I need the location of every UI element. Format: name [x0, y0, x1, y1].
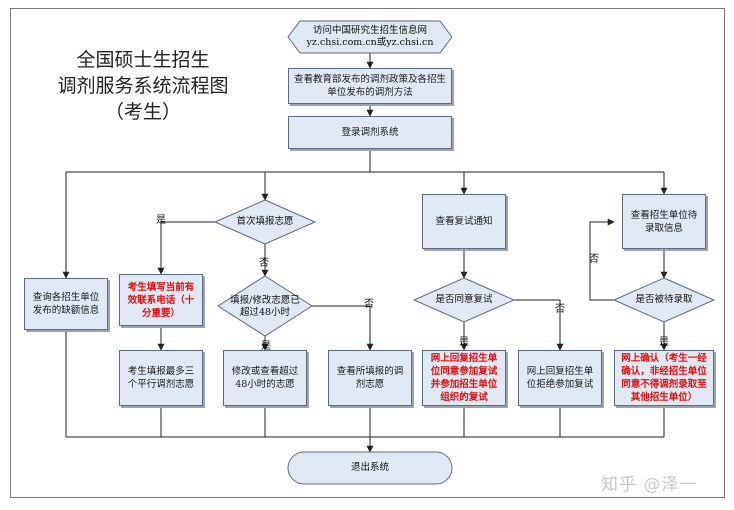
- start-text: 访问中国研究生招生信息网 yz.chsi.com.cn或yz.chsi.cn: [290, 22, 450, 52]
- watermark: 知乎 @泽一: [601, 475, 698, 495]
- step-view-vacancy: 查询各招生单位发布的缺额信息: [24, 278, 108, 330]
- connector-agree-no: [514, 299, 564, 351]
- decision-agree-retest-text: 是否同意复试: [435, 294, 493, 305]
- step-reject-retest: 网上回复招生单位拒绝参加复试: [518, 350, 602, 406]
- decision-agree-retest: [412, 277, 516, 323]
- label-first-fill-no: 否: [259, 258, 269, 269]
- connector-firstfill-yes: [157, 221, 220, 275]
- step-view-retest-notice: 查看复试通知: [422, 194, 506, 249]
- step-confirm-admission: 网上确认（考生一经确认，非经招生单位同意不得调剂录取至其他招生单位）: [614, 350, 714, 406]
- label-pending-yes: 是: [659, 337, 669, 348]
- exit-text: 退出系统: [350, 462, 389, 473]
- step-view-filled: 查看所填报的调剂志愿: [328, 350, 412, 406]
- step-fill-three: 考生填报最多三个平行调剂志愿: [119, 350, 203, 406]
- title-line-3: （考生）: [104, 101, 181, 123]
- connector-48h-no: [310, 305, 374, 351]
- decision-over-48h: [217, 275, 313, 337]
- label-first-fill-yes: 是: [156, 215, 166, 226]
- start-text-line-1: 访问中国研究生招生信息网: [312, 25, 427, 36]
- step-modify-48h: 修改或查看超过48小时的志愿: [223, 350, 307, 406]
- title-line-1: 全国硕士生招生: [76, 49, 210, 71]
- decision-pending-admission: [612, 277, 716, 323]
- step-view-admission-pending: 查看招生单位待录取信息: [622, 194, 706, 249]
- connector-decision-no: [589, 218, 615, 301]
- diagram-frame: [10, 8, 725, 498]
- step-check-policy: 查看教育部发布的调剂政策及各招生单位发布的调剂方法: [288, 68, 452, 104]
- decision-first-fill: [213, 199, 317, 245]
- title-line-2: 调剂服务系统流程图: [57, 75, 229, 97]
- step-accept-retest: 网上回复招生单位同意参加复试并参加招生单位组织的复试: [422, 350, 506, 406]
- step-fill-phone: 考生填写当前有效联系电话（十分重要）: [119, 274, 203, 326]
- start-terminator: [287, 20, 453, 54]
- decision-over-48h-text: 填报/修改志愿已超过48小时: [230, 295, 300, 318]
- label-pending-no: 否: [589, 254, 599, 265]
- label-over-48h-yes: 是: [261, 341, 271, 352]
- decision-pending-admission-text: 是否被待录取: [635, 294, 693, 305]
- exit-terminator: [287, 451, 453, 485]
- label-over-48h-no: 否: [364, 299, 374, 310]
- step-login: 登录调剂系统: [288, 116, 452, 149]
- decision-first-fill-text: 首次填报志愿: [236, 216, 294, 227]
- start-text-line-2: yz.chsi.com.cn或yz.chsi.cn: [306, 37, 434, 48]
- label-agree-retest-no: 否: [555, 304, 565, 315]
- label-agree-retest-yes: 是: [459, 337, 469, 348]
